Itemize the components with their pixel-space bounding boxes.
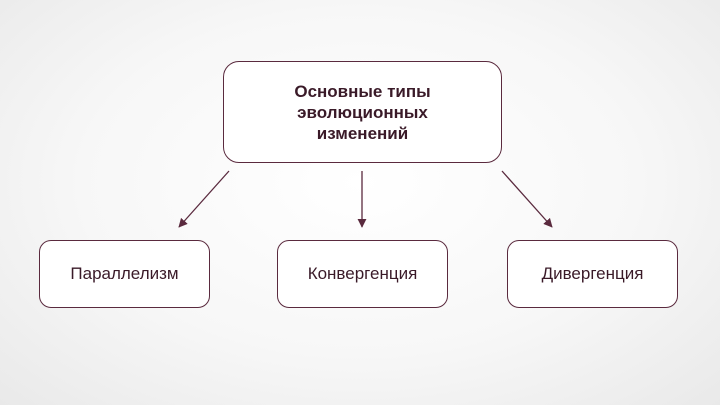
node-parallelism-label: Параллелизм: [70, 264, 179, 283]
arrow-to-parallelism: [178, 170, 230, 228]
node-divergence: Дивергенция: [507, 240, 678, 308]
node-divergence-label: Дивергенция: [541, 264, 644, 283]
node-convergence-label: Конвергенция: [307, 264, 418, 283]
node-parallelism: Параллелизм: [39, 240, 210, 308]
root-node: Основные типы эволюционных изменений: [223, 61, 502, 163]
arrow-to-divergence: [501, 170, 553, 228]
node-convergence: Конвергенция: [277, 240, 448, 308]
root-node-label: Основные типы эволюционных изменений: [294, 81, 431, 143]
